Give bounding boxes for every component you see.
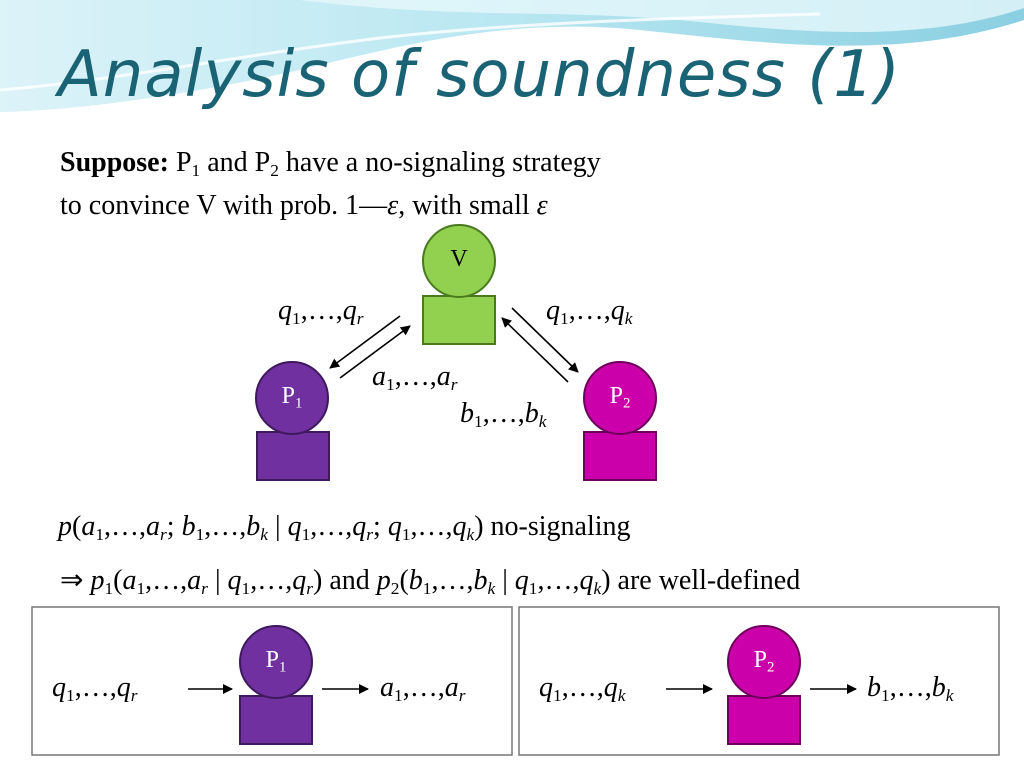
panel-prover1-label: P1 [265,647,287,676]
suppose-line-1: Suppose: P1 and P2 have a no-signaling s… [60,147,601,181]
marginals-statement: ⇒ p1(a1,…,ar | q1,…,qr) and p2(b1,…,bk |… [60,565,801,599]
panel-prover1-head [239,625,313,699]
suppose-label: Suppose: [60,147,169,178]
p2-text: P2 [254,147,279,181]
arrow-v-to-p2 [511,307,579,373]
panel2-output-label: b1,…,bk [867,672,954,706]
panel-prover2-head [727,625,801,699]
prover2-head [583,361,657,435]
prover2-label: P2 [609,383,631,412]
slide-title: Analysis of soundness (1) [58,38,901,112]
prover1-head [255,361,329,435]
prover2-body [583,431,657,481]
verifier-label: V [450,246,468,272]
prover1-label: P1 [281,383,303,412]
verifier-head [422,224,496,298]
panel-prover2-label: P2 [753,647,775,676]
arrow-v-to-p1 [329,315,401,369]
panel-p2-border [518,606,1000,756]
panel1-output-label: a1,…,ar [380,672,466,706]
arrow-p1-to-v [339,325,411,379]
panel2-input-label: q1,…,qk [539,672,626,706]
joint-distribution-statement: p(a1,…,ar; b1,…,bk | q1,…,qr; q1,…,qk) n… [58,511,631,545]
panel-p1-border [31,606,513,756]
panel-prover2-body [727,695,801,745]
answers-from-p1-label: a1,…,ar [372,361,458,395]
prover1-body [256,431,330,481]
suppose-line-2: to convince V with prob. 1—ε, with small… [60,190,548,221]
panel-prover1-body [239,695,313,745]
answers-from-p2-label: b1,…,bk [460,398,547,432]
questions-to-p2-label: q1,…,qk [546,295,633,329]
top-wave-decoration [0,0,1024,112]
p1-text: P1 [175,147,201,181]
arrow-p2-to-v [501,317,569,383]
panel1-input-label: q1,…,qr [52,672,138,706]
verifier-body [422,295,496,345]
questions-to-p1-label: q1,…,qr [278,295,364,329]
